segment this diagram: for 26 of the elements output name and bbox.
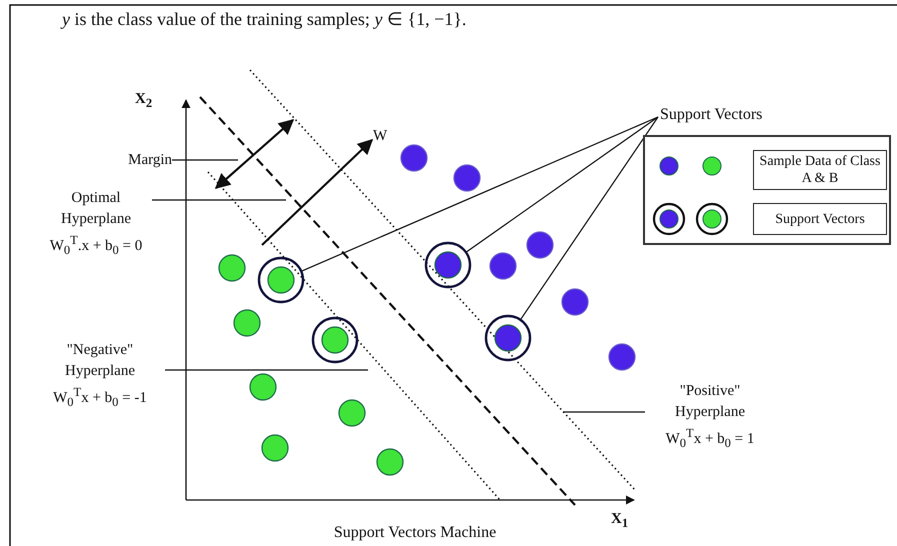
- hyperplane-equation: W$_{0}$$^{T}$x + b$_{0}$ = -1: [52, 384, 148, 411]
- leader-line: [466, 116, 658, 253]
- support-vector-marker: [424, 242, 472, 288]
- leader-line: [172, 159, 238, 161]
- hyperplane-equation: W$_{0}$$^{T}$.x + b$_{0}$ = 0: [48, 232, 144, 259]
- axis-label: X$_{1}$: [611, 510, 628, 532]
- support-vector-marker: [312, 316, 358, 364]
- legend-label: Support Vectors: [753, 203, 887, 235]
- hyperplane-name: "Positive" Hyperplane: [674, 382, 746, 422]
- leader-line: [165, 369, 368, 371]
- hyperplane-name: Optimal Hyperplane: [60, 189, 132, 229]
- support-vector-marker: [258, 256, 304, 304]
- caption: Support Vectors Machine: [332, 523, 498, 543]
- leader-line: [300, 116, 658, 272]
- leader-line: [563, 411, 645, 413]
- hyperplane-equation: W$_{0}$$^{T}$x + b$_{0}$ = 1: [664, 425, 756, 452]
- axis-label: X$_{2}$: [135, 90, 152, 112]
- leader-line: [152, 199, 286, 201]
- support-vector-marker: [484, 314, 532, 362]
- legend-label: Sample Data of Class A & B: [753, 150, 887, 190]
- hyperplane-name: "Negative" Hyperplane: [64, 341, 136, 381]
- annotation-label: Margin: [96, 150, 172, 171]
- callout-label: Support Vectors: [660, 104, 790, 125]
- note-text: y is the class value of the training samples; y ∈ {1, −1}.: [62, 9, 466, 30]
- leader-line: [520, 116, 658, 320]
- vector-label: W: [373, 127, 388, 146]
